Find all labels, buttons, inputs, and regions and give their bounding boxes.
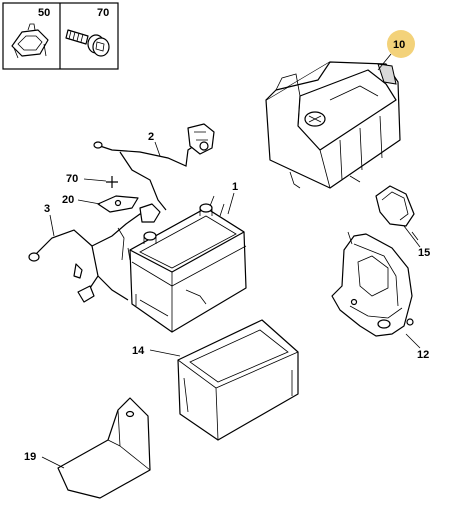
label-10: 10 <box>393 39 405 51</box>
label-1: 1 <box>232 181 238 193</box>
leader-70 <box>83 178 107 182</box>
label-50: 50 <box>38 7 50 19</box>
label-14: 14 <box>132 345 145 357</box>
label-12: 12 <box>417 349 429 361</box>
label-20: 20 <box>62 194 74 206</box>
cable-3 <box>28 203 161 303</box>
bracket-20 <box>97 195 139 213</box>
battery-cover <box>265 61 401 189</box>
screw-icon <box>65 29 110 57</box>
leader-3 <box>49 214 55 237</box>
leader-12 <box>405 333 421 349</box>
plug-15 <box>375 185 415 227</box>
leader-19 <box>41 456 65 469</box>
bracket-12 <box>331 231 419 337</box>
leader-15 <box>403 225 421 248</box>
highlight-circle <box>387 30 415 58</box>
label-15: 15 <box>418 247 430 259</box>
leader-14 <box>149 349 181 357</box>
bolt-70 <box>106 176 118 188</box>
battery <box>129 195 247 333</box>
label-3: 3 <box>44 203 50 215</box>
cable-2 <box>93 123 215 211</box>
label-70: 70 <box>66 173 78 185</box>
battery-tray <box>177 319 299 441</box>
label-2: 2 <box>148 131 154 143</box>
leader-2 <box>154 141 161 157</box>
plate-19 <box>57 397 151 499</box>
leader-20 <box>77 199 101 205</box>
label-19: 19 <box>24 451 36 463</box>
leader-1 <box>227 192 235 215</box>
clip-icon <box>11 23 49 59</box>
inset-box: 50 70 <box>2 2 119 70</box>
label-70-inset: 70 <box>97 7 109 19</box>
leader-10 <box>377 53 392 71</box>
